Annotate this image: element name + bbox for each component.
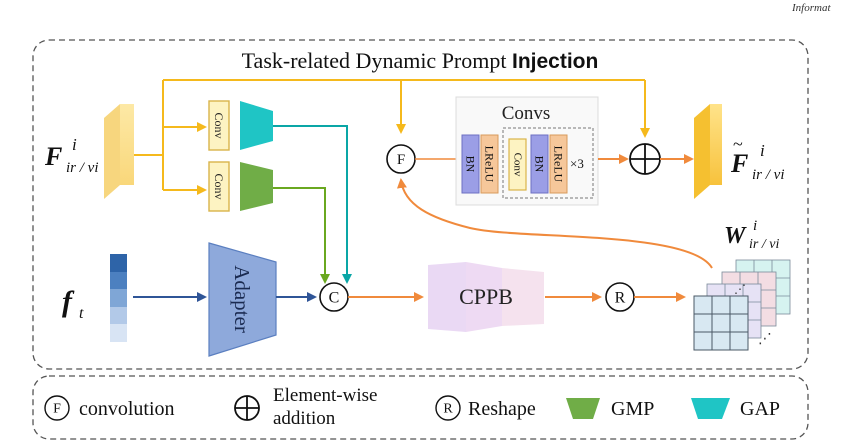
add-node [629, 143, 661, 175]
text-feature-sub: t [79, 305, 84, 322]
lrelu-label-2: LReLU [552, 146, 566, 183]
weight-sup: i [753, 218, 757, 234]
output-feature-label: F [730, 149, 748, 178]
convs-repeat-frame [502, 127, 594, 199]
cppb-block [428, 262, 544, 332]
legend-conv-label: convolution [79, 398, 175, 420]
output-tilde-icon: ~ [733, 134, 743, 154]
conv-top-block [208, 100, 230, 151]
reshape-node-label: R [615, 290, 626, 307]
convs-box [455, 96, 599, 206]
input-feature-label: F [44, 142, 62, 171]
weight-sub: ir / vi [749, 237, 779, 252]
text-feature-label: f [62, 285, 75, 318]
gmp-trapezoid [240, 162, 273, 211]
legend-add-label-1: Element-wise [273, 385, 377, 406]
conv-inner-block [508, 138, 527, 191]
orange-curve-w-to-f [396, 178, 713, 269]
weight-grid-stack: ⋰ ⋰ [693, 259, 791, 351]
legend-add-icon [234, 395, 260, 421]
bn-label-2: BN [533, 156, 547, 173]
cppb-label: CPPB [459, 284, 513, 309]
weight-label: W [724, 223, 747, 249]
gap-trapezoid-top [240, 101, 273, 150]
fuse-node-label: F [397, 152, 405, 168]
legend-reshape-label: Reshape [468, 398, 536, 420]
text-embedding-stack [110, 254, 127, 342]
repeat-label: ×3 [570, 156, 584, 171]
legend-conv-symbol: F [53, 402, 61, 417]
legend-gmp-swatch [566, 398, 600, 419]
legend-add-label-2: addition [273, 408, 336, 429]
bn-block-1 [461, 134, 480, 194]
legend-reshape-symbol: R [443, 402, 453, 417]
adapter-block [208, 242, 277, 357]
diagram-title: Task-related Dynamic Prompt Injection [242, 48, 599, 73]
conv-top-label: Conv [212, 112, 226, 138]
corner-label: Informat [791, 2, 831, 14]
output-feature-sub: ir / vi [752, 167, 785, 183]
svg-text:⋰: ⋰ [734, 282, 746, 296]
convs-title: Convs [502, 103, 551, 124]
legend-frame [32, 375, 809, 440]
weight-grid-front [693, 295, 749, 351]
output-feature-sup: i [760, 141, 765, 160]
yellow-connectors [133, 79, 650, 195]
conv-inner-label: Conv [512, 153, 524, 177]
svg-text:⋰: ⋰ [758, 331, 772, 347]
bn-block-2 [530, 134, 549, 194]
teal-connector [273, 125, 352, 284]
adapter-label: Adapter [230, 265, 254, 333]
lrelu-label-1: LReLU [483, 146, 497, 183]
lrelu-block-2 [549, 134, 568, 194]
input-feature-sup: i [72, 135, 77, 154]
green-connector [273, 187, 330, 284]
conv-bottom-label: Conv [212, 173, 226, 199]
legend-gap-label: GAP [740, 398, 780, 420]
legend-gap-swatch [691, 398, 730, 419]
output-feature-map [694, 104, 722, 199]
concat-node-label: C [329, 290, 340, 307]
conv-bottom-block [208, 161, 230, 212]
legend-gmp-label: GMP [611, 398, 654, 420]
legend-conv-icon [44, 395, 70, 421]
main-frame [32, 39, 809, 370]
legend-reshape-icon [435, 395, 461, 421]
input-feature-sub: ir / vi [66, 160, 99, 176]
bn-label-1: BN [464, 156, 478, 173]
lrelu-block-1 [480, 134, 499, 194]
input-feature-map [104, 104, 134, 199]
